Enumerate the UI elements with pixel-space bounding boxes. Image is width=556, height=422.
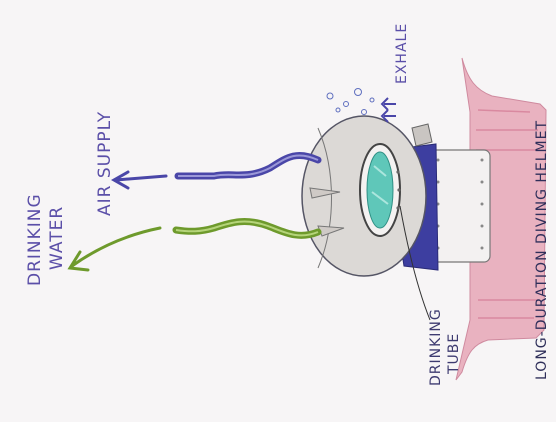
exhale-label: EXHALE (394, 23, 410, 84)
drinking-water-label-line2: WATER (47, 206, 67, 270)
diagram-caption: LONG-DURATION DIVING HELMET (534, 120, 550, 380)
helmet-neck (430, 150, 490, 262)
drinking-water-hose (176, 222, 318, 236)
visor-glass (367, 152, 393, 228)
drinking-tube-label-line2: TUBE (446, 333, 462, 375)
exhale-valve (412, 124, 432, 146)
exhale-bubbles (327, 89, 374, 115)
drinking-tube-label-line1: DRINKING (428, 308, 444, 386)
air-supply-hose (178, 155, 318, 176)
air-supply-arrow (114, 172, 166, 188)
drinking-water-label-line1: DRINKING (25, 193, 45, 286)
drinking-water-arrow (70, 228, 160, 270)
exhale-arrow (382, 98, 396, 122)
air-supply-label: AIR SUPPLY (95, 111, 115, 216)
